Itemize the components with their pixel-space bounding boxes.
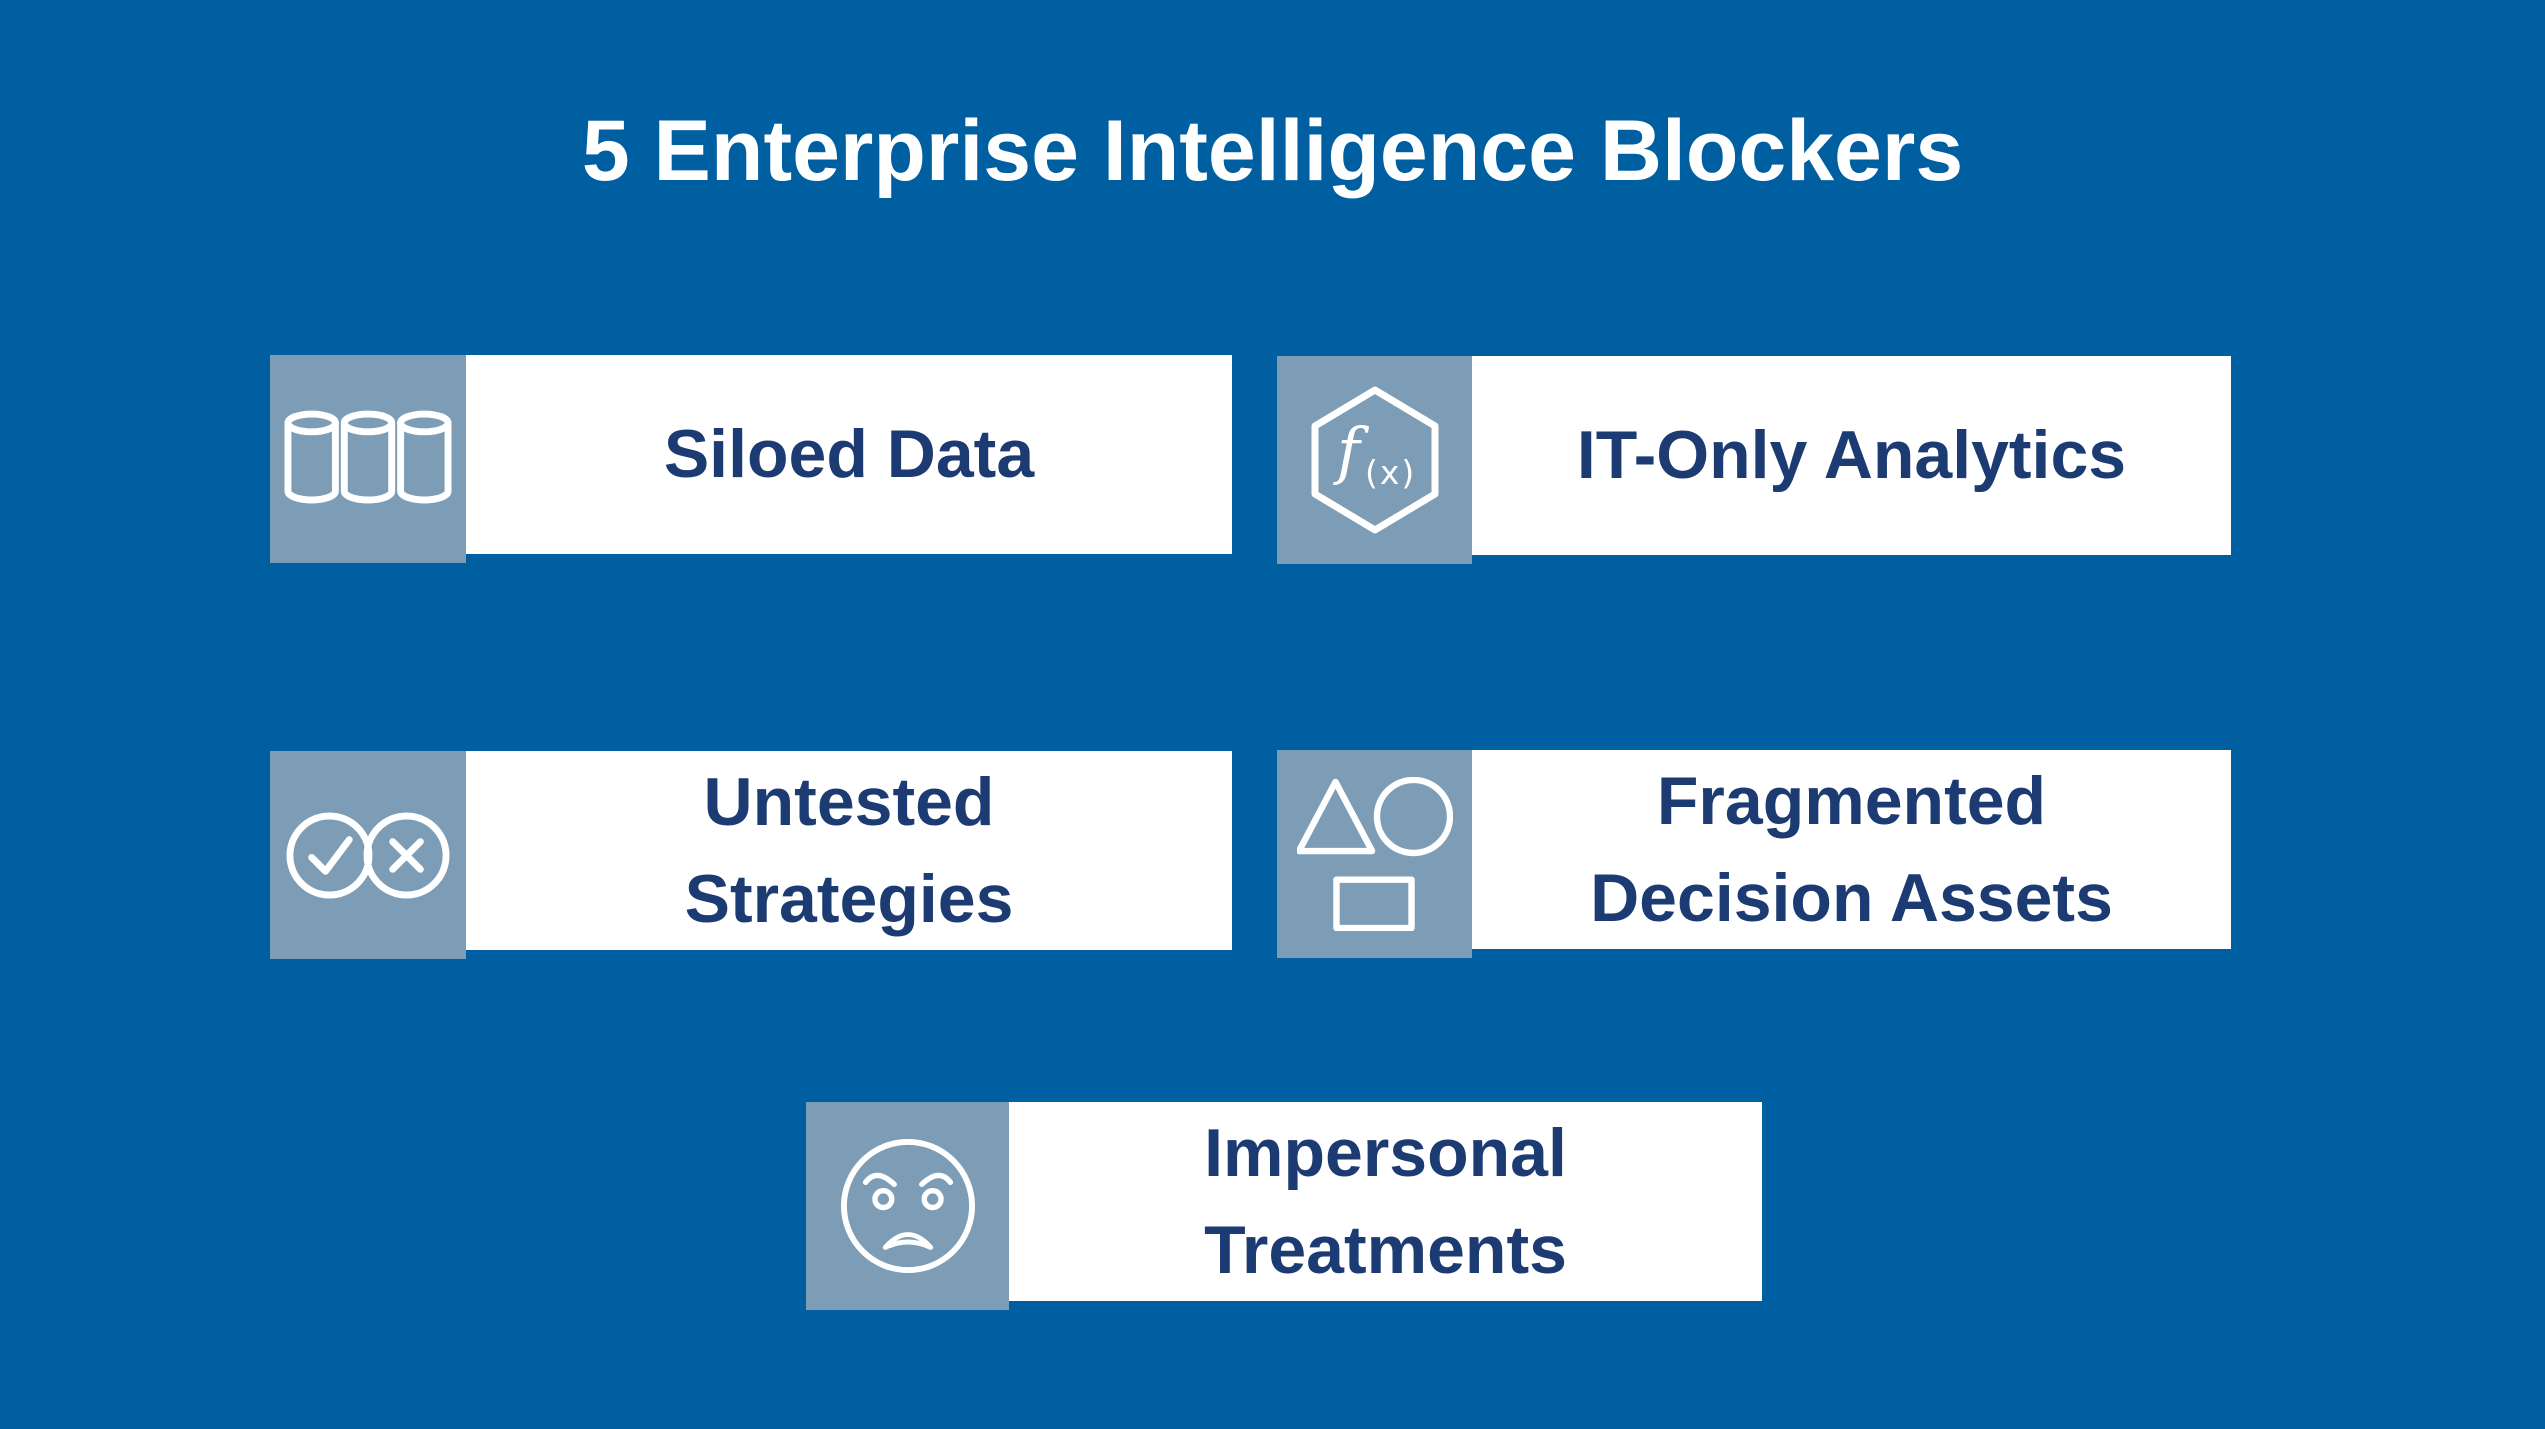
fx-parens-x: (x)	[1365, 453, 1416, 492]
card-label-line: Fragmented	[1656, 762, 2047, 839]
siloed-data-icon-box	[270, 355, 466, 563]
card-label-line: Impersonal	[1204, 1114, 1567, 1191]
card-impersonal-treatments: Impersonal Treatments	[806, 1102, 1762, 1310]
card-label: Fragmented Decision Assets	[1590, 753, 2113, 946]
card-label: IT-Only Analytics	[1577, 407, 2126, 504]
card-label: Impersonal Treatments	[1204, 1105, 1567, 1298]
page-title: 5 Enterprise Intelligence Blockers	[581, 103, 1964, 199]
check-cross-circles-icon	[286, 812, 450, 898]
card-it-only-analytics: f (x) IT-Only Analytics	[1277, 356, 2231, 564]
siloed-data-label-panel: Siloed Data	[466, 355, 1232, 554]
shapes-icon	[1296, 777, 1453, 931]
card-label-line: Strategies	[684, 860, 1014, 937]
card-label-line: IT-Only Analytics	[1576, 417, 2127, 494]
card-label-line: Siloed Data	[663, 416, 1035, 493]
card-fragmented-decision-assets: Fragmented Decision Assets	[1277, 750, 2231, 958]
it-only-analytics-label-panel: IT-Only Analytics	[1472, 356, 2231, 555]
impersonal-treatments-label-panel: Impersonal Treatments	[1009, 1102, 1762, 1301]
untested-strategies-label-panel: Untested Strategies	[466, 751, 1232, 950]
fragmented-decision-assets-icon-box	[1277, 750, 1472, 958]
card-label-line: Treatments	[1204, 1211, 1567, 1288]
angry-face-icon	[840, 1138, 975, 1274]
card-label: Siloed Data	[664, 406, 1034, 503]
card-siloed-data: Siloed Data	[270, 355, 1232, 563]
it-only-analytics-icon-box: f (x)	[1277, 356, 1472, 564]
fragmented-decision-assets-label-panel: Fragmented Decision Assets	[1472, 750, 2231, 949]
card-label-line: Decision Assets	[1590, 859, 2113, 936]
untested-strategies-icon-box	[270, 751, 466, 959]
card-untested-strategies: Untested Strategies	[270, 751, 1232, 959]
card-label: Untested Strategies	[685, 754, 1014, 947]
impersonal-treatments-icon-box	[806, 1102, 1009, 1310]
card-label-line: Untested	[703, 763, 995, 840]
database-silos-icon	[284, 410, 452, 503]
function-fx-icon: f (x)	[1311, 386, 1438, 534]
